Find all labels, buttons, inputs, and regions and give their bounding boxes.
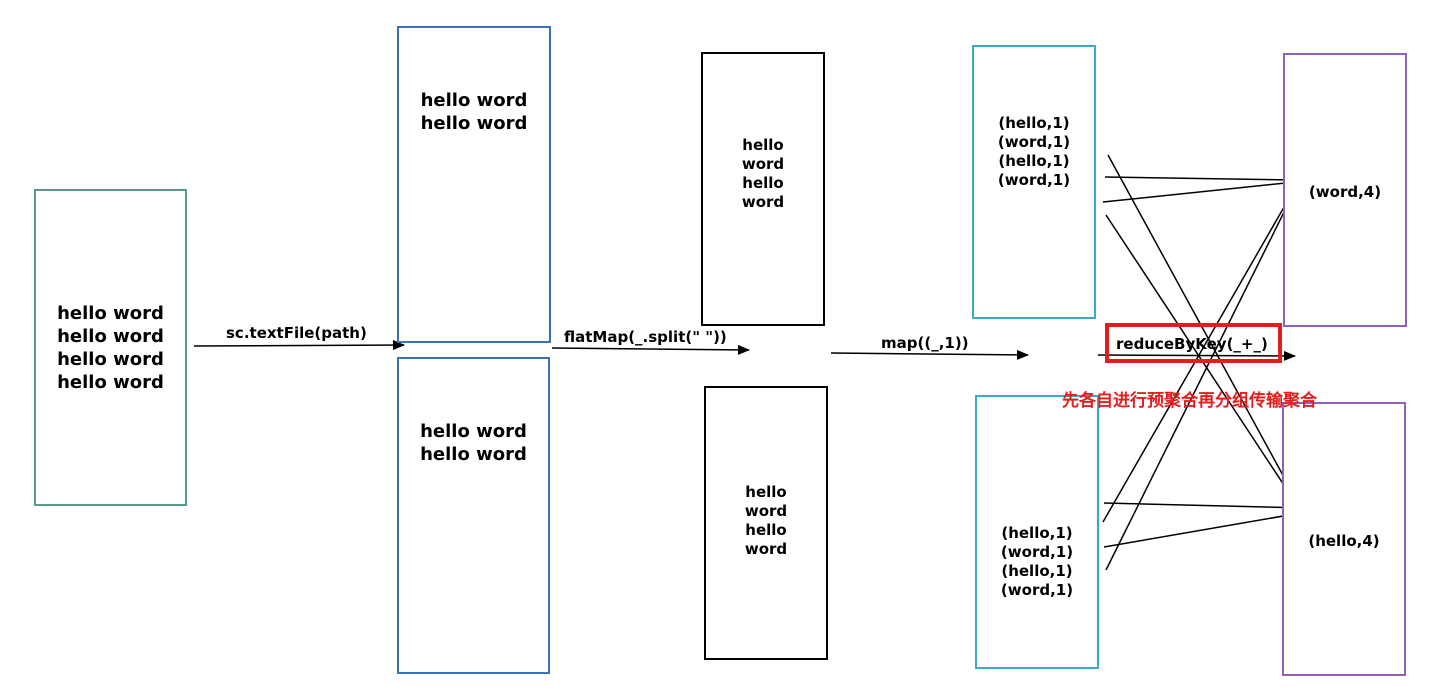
pair-item: (hello,1) [998, 114, 1070, 132]
pair-item: (hello,1) [1001, 524, 1073, 542]
flatmap-operation-label: flatMap(_.split(" ")) [564, 328, 727, 346]
input-file-box: hello word hello word hello word hello w… [34, 189, 187, 506]
combine-annotation: 先各自进行预聚合再分组传输聚合 [1062, 391, 1317, 411]
pair-item: (word,1) [997, 171, 1071, 189]
flatmap-arrow [551, 344, 750, 355]
shuffle-arrow [1103, 510, 1296, 548]
input-line: hello word [57, 371, 164, 393]
map-arrow [830, 349, 1029, 360]
reduce-operation-label: reduceByKey(_+_) [1116, 335, 1268, 353]
word-item: hello [745, 520, 787, 539]
reduce-arrow [1097, 350, 1296, 361]
pair-item: (word,1) [1000, 581, 1074, 599]
result-item: (hello,4) [1308, 532, 1380, 550]
word-item: hello [742, 136, 784, 154]
map-operation-label: map((_,1)) [881, 334, 969, 352]
word-item: word [744, 501, 788, 520]
input-line: hello word [57, 348, 164, 370]
shuffle-arrow [1102, 187, 1296, 523]
word-item: word [744, 539, 788, 558]
input-line: hello word [57, 325, 164, 347]
shuffle-arrow [1105, 214, 1304, 515]
pair-item: (word,1) [1000, 543, 1074, 561]
partition-line: hello word [420, 113, 528, 134]
result-item: (word,4) [1308, 183, 1382, 201]
result-partition-2: (hello,4) [1282, 402, 1406, 676]
partition-line: hello word [420, 444, 527, 465]
textfile-arrow [193, 340, 405, 351]
textfile-partition-2: hello word hello word [397, 357, 550, 674]
map-partition-2: (hello,1) (word,1) (hello,1) (word,1) [975, 395, 1099, 669]
pair-item: (word,1) [997, 133, 1071, 151]
word-item: word [741, 155, 785, 173]
pair-item: (hello,1) [1001, 562, 1073, 580]
flatmap-partition-1: hello word hello word [701, 52, 825, 326]
shuffle-arrow [1103, 502, 1306, 513]
textfile-partition-1: hello word hello word [397, 26, 551, 343]
shuffle-arrow [1102, 178, 1296, 203]
flatmap-partition-2: hello word hello word [704, 386, 828, 660]
result-partition-1: (word,4) [1283, 53, 1407, 327]
map-partition-1: (hello,1) (word,1) (hello,1) (word,1) [972, 45, 1096, 319]
word-item: hello [745, 482, 787, 501]
shuffle-arrow [1105, 189, 1296, 571]
shuffle-arrow [1107, 154, 1304, 513]
word-item: word [741, 193, 785, 211]
partition-line: hello word [420, 90, 528, 111]
textfile-operation-label: sc.textFile(path) [226, 324, 367, 342]
word-item: hello [742, 174, 784, 192]
pair-item: (hello,1) [998, 152, 1070, 170]
reduce-highlight-box [1105, 323, 1282, 363]
input-line: hello word [57, 302, 164, 324]
partition-line: hello word [420, 421, 527, 442]
shuffle-arrow [1104, 174, 1296, 185]
